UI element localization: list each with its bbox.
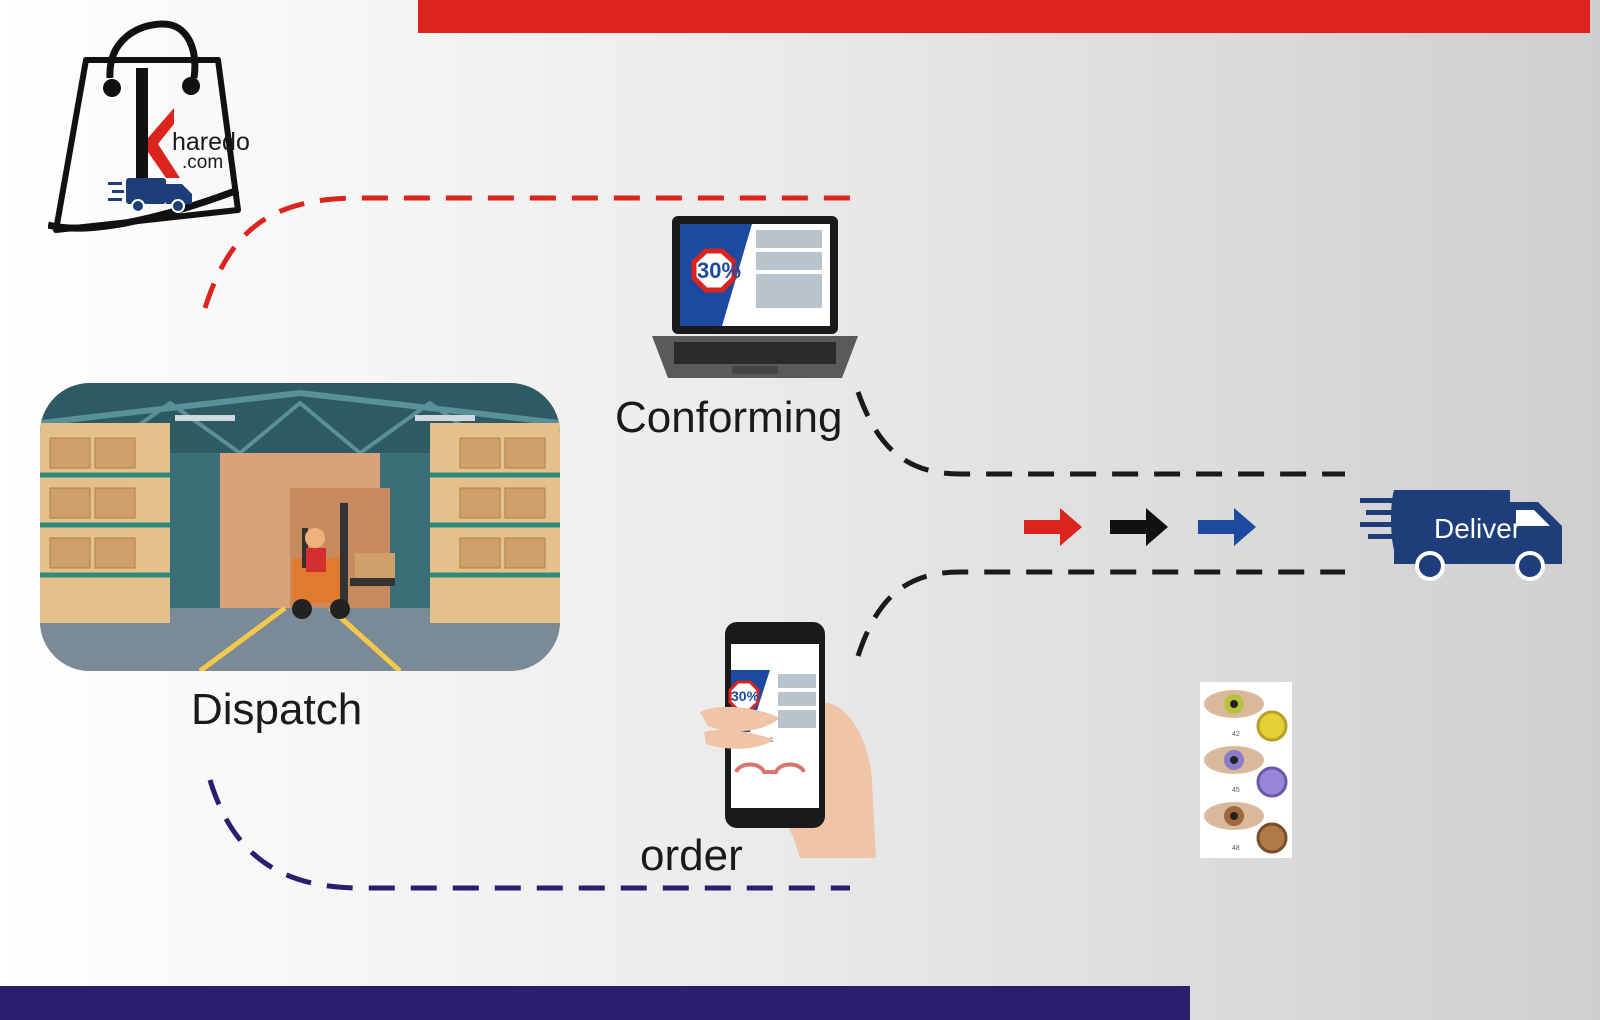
lens-swatch-45: 45 [1204,746,1288,798]
warehouse-illustration [40,383,560,671]
dashed-path-navy [207,779,850,891]
logo-truck-icon [108,178,192,213]
step-conforming-label: Conforming [615,393,843,442]
svg-text:.com: .com [182,152,223,173]
top-accent-bar [418,0,1590,33]
laptop-illustration: 30% [652,216,858,378]
forklift-icon [292,503,395,619]
svg-text:30%: 30% [697,258,741,283]
lens-swatch-42: 42 [1204,690,1288,742]
lens-swatch-48: 48 [1204,802,1288,854]
svg-text:45: 45 [1232,787,1240,794]
kharedo-logo: haredo .com [48,20,250,233]
arrow-black-icon [1110,508,1168,546]
glasses-icon [734,762,806,774]
svg-text:haredo: haredo [172,128,250,156]
step-dispatch-label: Dispatch [191,685,363,734]
arrow-blue-icon [1198,508,1256,546]
svg-text:42: 42 [1232,731,1240,738]
discount-badge-icon [691,248,737,293]
svg-text:Deliver: Deliver [1434,513,1521,544]
step-order-label: order [640,831,743,880]
svg-text:30%: 30% [731,688,760,704]
dashed-path-red [202,195,850,309]
delivery-truck-icon: Deliver [1360,490,1562,581]
bottom-accent-bar [0,986,1190,1020]
phone-illustration: 30% Collections [700,622,876,858]
dashed-path-top-black [855,391,1345,477]
svg-text:48: 48 [1232,845,1240,852]
arrow-red-icon [1024,508,1082,546]
contact-lens-card: 42 45 48 [1200,682,1292,858]
dashed-path-bottom-black [855,569,1345,657]
